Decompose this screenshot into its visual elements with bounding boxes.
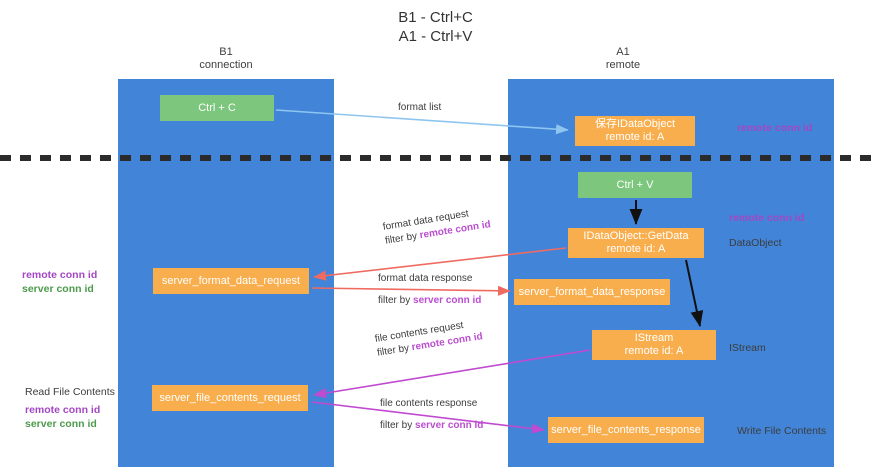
box-ctrl-v-label: Ctrl + V [616, 178, 654, 191]
lane-header-a1-title: A1 [616, 46, 630, 58]
side-label-read-file-contents: Read File Contents remote conn id server… [25, 385, 115, 431]
box-idataobject-remote-id: remote id: A [605, 131, 665, 143]
arrow-label-format-data-response: format data response filter by server co… [378, 272, 481, 308]
box-ctrl-c[interactable]: Ctrl + C [160, 95, 274, 121]
side-label-istream: IStream [729, 341, 766, 355]
box-server-format-data-response[interactable]: server_format_data_response [514, 279, 670, 305]
arrow-label-file-contents-response-line1: file contents response [380, 398, 478, 409]
side-label-remote-conn-id-getdata: remote conn id [729, 211, 804, 225]
arrow-label-format-list: format list [398, 101, 441, 115]
title-line-1: B1 - Ctrl+C [398, 9, 473, 26]
arrow-label-format-data-request: format data request filter by remote con… [382, 204, 492, 248]
box-idataobject-label: 保存IDataObject [594, 118, 676, 130]
side-label-dataobject: DataObject [729, 236, 782, 250]
side-label-format-conn-ids: remote conn id server conn id [22, 268, 97, 296]
box-ctrl-v[interactable]: Ctrl + V [578, 172, 692, 198]
side-label-file-server-conn-id: server conn id [25, 418, 97, 430]
diagram-title: B1 - Ctrl+C A1 - Ctrl+V [0, 8, 871, 46]
lane-header-b1: B1 connection [146, 46, 306, 72]
box-server-file-contents-response[interactable]: server_file_contents_response [548, 417, 704, 443]
box-server-format-data-request-label: server_format_data_request [161, 274, 301, 287]
side-label-file-remote-conn-id: remote conn id [25, 404, 101, 416]
side-label-remote-conn-id-getdata-text: remote conn id [729, 212, 805, 224]
arrow-label-file-contents-response-key: server conn id [415, 420, 484, 431]
box-server-format-data-request[interactable]: server_format_data_request [153, 268, 309, 294]
lane-header-b1-subtitle: connection [199, 59, 253, 71]
arrow-label-format-data-response-key: server conn id [413, 295, 482, 306]
arrow-label-file-contents-response: file contents response filter by server … [380, 397, 483, 433]
side-label-format-remote-conn-id: remote conn id [22, 269, 98, 281]
box-ctrl-c-label: Ctrl + C [198, 101, 236, 114]
side-label-remote-conn-id-top-text: remote conn id [737, 122, 813, 134]
box-idataobject[interactable]: 保存IDataObject remote id: A [575, 116, 695, 146]
lane-header-b1-title: B1 [219, 46, 233, 58]
box-istream-label: IStream [634, 332, 674, 344]
side-label-format-server-conn-id: server conn id [22, 283, 94, 295]
box-idataobject-getdata[interactable]: IDataObject::GetData remote id: A [568, 228, 704, 258]
box-istream[interactable]: IStream remote id: A [592, 330, 716, 360]
arrow-label-format-data-response-line1: format data response [378, 273, 473, 284]
title-line-2: A1 - Ctrl+V [398, 28, 473, 45]
side-label-write-file-contents: Write File Contents [737, 424, 826, 438]
arrow-label-file-contents-request: file contents request filter by remote c… [374, 316, 484, 360]
box-server-format-data-response-label: server_format_data_response [518, 285, 666, 298]
arrow-label-format-list-text: format list [398, 102, 442, 113]
box-server-file-contents-request[interactable]: server_file_contents_request [152, 385, 308, 411]
side-label-write-file-contents-text: Write File Contents [737, 425, 827, 437]
lane-header-a1-subtitle: remote [605, 59, 641, 71]
box-server-file-contents-request-label: server_file_contents_request [159, 391, 301, 404]
box-istream-remote-id: remote id: A [624, 345, 684, 357]
arrow-label-format-data-response-prefix: filter by [378, 295, 414, 306]
arrow-label-file-contents-response-prefix: filter by [380, 420, 416, 431]
side-label-istream-text: IStream [729, 342, 766, 354]
side-label-remote-conn-id-top: remote conn id [737, 121, 812, 135]
side-label-dataobject-text: DataObject [729, 237, 782, 249]
box-getdata-remote-id: remote id: A [606, 243, 666, 255]
lane-header-a1: A1 remote [538, 46, 708, 72]
box-server-file-contents-response-label: server_file_contents_response [551, 423, 701, 436]
box-getdata-label: IDataObject::GetData [583, 230, 689, 242]
side-label-read-file-contents-title: Read File Contents [25, 386, 115, 398]
